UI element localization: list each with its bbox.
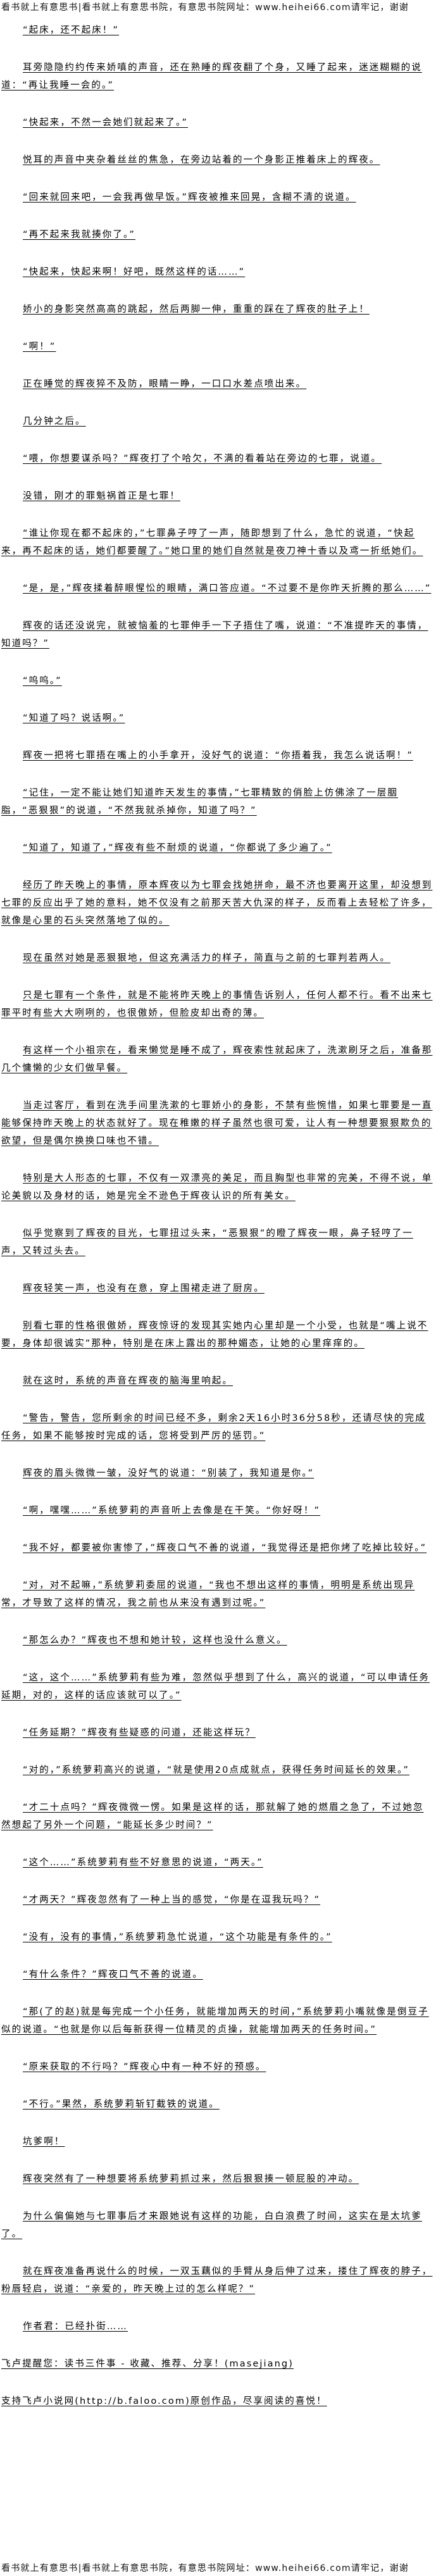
paragraph: “原来获取的不行吗？”辉夜心中有一种不好的预感。 bbox=[23, 2062, 266, 2072]
paragraph: “不行。”果然，系统萝莉斩钉截铁的说道。 bbox=[23, 2099, 220, 2110]
paragraph: “谁让你现在都不起床的，”七罪鼻子哼了一声，随即想到了什么，急忙的说道，“快起来… bbox=[1, 528, 423, 556]
paragraph: “才两天？”辉夜忽然有了一种上当的感觉，“你是在逗我玩吗？” bbox=[23, 1895, 321, 1905]
paragraph: “起床，还不起床！” bbox=[23, 25, 120, 35]
paragraph: “啊，嘿嘿……”系统萝莉的声音听上去像是在干笑。“你好呀！” bbox=[23, 1506, 321, 1516]
paragraph: 似乎觉察到了辉夜的目光，七罪扭过头来，“恶狠狠”的瞪了辉夜一眼，鼻子轻哼了一声，… bbox=[1, 1229, 413, 1256]
paragraph: “再不起来我就揍你了。” bbox=[23, 230, 135, 240]
paragraph: 就在辉夜准备再说什么的时候，一双玉藕似的手臂从身后伸了过来，搂住了辉夜的脖子，粉… bbox=[1, 2267, 433, 2294]
site-banner-bottom: 看书就上有意思书|看书就上有意思书院，有意思书院网址：www.heihei66.… bbox=[1, 2563, 409, 2573]
paragraph: 经历了昨天晚上的事情，原本辉夜以为七罪会找她拼命，最不济也要离开这里，却没想到七… bbox=[1, 880, 433, 926]
paragraph: “呜呜。” bbox=[23, 676, 62, 686]
paragraph: 正在睡觉的辉夜猝不及防，眼睛一睁，一口口水差点喷出来。 bbox=[23, 379, 307, 389]
paragraph: 娇小的身影突然高高的跳起，然后两脚一伸，重重的踩在了辉夜的肚子上！ bbox=[23, 304, 370, 315]
paragraph: “记住，一定不能让她们知道昨天发生的事情，”七罪精致的俏脸上仿佛涂了一层胭脂，“… bbox=[1, 788, 398, 816]
chapter-content: “起床，还不起床！” 耳旁隐隐约约传来娇嗔的声音，还在熟睡的辉夜翻了个身，又睡了… bbox=[0, 15, 443, 2410]
paragraph: 没错，刚才的罪魁祸首正是七罪！ bbox=[23, 491, 180, 501]
paragraph: “知道了吗？说话啊。” bbox=[23, 713, 125, 723]
paragraph: 辉夜轻笑一声，也没有在意，穿上围裙走进了厨房。 bbox=[23, 1284, 265, 1294]
paragraph: 悦耳的声音中夹杂着丝丝的焦急，在旁边站着的一个身影正推着床上的辉夜。 bbox=[23, 155, 380, 165]
support-site-notice: 支持飞卢小说网(http://b.faloo.com)原创作品，尽享阅读的喜悦！ bbox=[1, 2396, 327, 2406]
paragraph: 现在虽然对她是恶狠狠地，但这充满活力的样子，简直与之前的七罪判若两人。 bbox=[23, 953, 390, 963]
site-banner-top: 看书就上有意思书|看书就上有意思书院，有意思书院网址：www.heihei66.… bbox=[1, 3, 409, 13]
paragraph: “快起来，不然一会她们就起来了。” bbox=[23, 118, 188, 128]
paragraph: 就在这时，系统的声音在辉夜的脑海里响起。 bbox=[23, 1376, 233, 1386]
paragraph: “对，对不起嘛，”系统萝莉委屈的说道，“我也不想出这样的事情，明明是系统出现异常… bbox=[1, 1580, 415, 1608]
paragraph: 别看七罪的性格很傲娇，辉夜惊讶的发现其实她内心里却是一个小受，也就是“嘴上说不要… bbox=[1, 1321, 428, 1349]
paragraph: “这个……”系统萝莉有些不好意思的说道，“两天。” bbox=[23, 1858, 263, 1868]
paragraph: 几分钟之后。 bbox=[23, 416, 86, 427]
paragraph: “知道了，知道了，”辉夜有些不耐烦的说道，“你都说了多少遍了。” bbox=[23, 843, 332, 853]
paragraph: “回来就回来吧，一会我再做早饭。”辉夜被推来回晃，含糊不清的说道。 bbox=[23, 192, 356, 203]
reading-page: 看书就上有意思书|看书就上有意思书院，有意思书院网址：www.heihei66.… bbox=[0, 3, 443, 2573]
paragraph: 辉夜的眉头微微一皱，没好气的说道：“别装了，我知道是你。” bbox=[23, 1468, 315, 1479]
paragraph: 辉夜的话还没说完，就被恼羞的七罪伸手一下子捂住了嘴，说道：“不准提昨天的事情，知… bbox=[1, 621, 428, 649]
paragraph: “没有，没有的事情，”系统萝莉急忙说道，“这个功能是有条件的。” bbox=[23, 1932, 332, 1942]
paragraph: “才二十点吗？”辉夜微微一愣。如果是这样的话，那就解了她的燃眉之急了，不过她忽然… bbox=[1, 1803, 424, 1830]
paragraph: “啊！” bbox=[23, 342, 56, 352]
paragraph: “我不好，都要被你害惨了，”辉夜口气不善的说道，“我觉得还是把你烤了吃掉比较好。… bbox=[23, 1543, 427, 1553]
paragraph: “警告，警告，您所剩余的时间已经不多，剩余2天16小时36分58秒，还请尽快的完… bbox=[1, 1413, 426, 1441]
paragraph: 辉夜一把将七罪捂在嘴上的小手拿开，没好气的说道：“你捂着我，我怎么说话啊！” bbox=[23, 751, 413, 761]
paragraph: “对的，”系统萝莉高兴的说道，“就是使用20点成就点，获得任务时间延长的效果。” bbox=[23, 1765, 409, 1775]
paragraph: “喂，你想要谋杀吗？”辉夜打了个哈欠，不满的看着站在旁边的七罪，说道。 bbox=[23, 454, 382, 464]
paragraph: “那(了的赵)就是每完成一个小任务，就能增加两天的时间，”系统萝莉小嘴就像是倒豆… bbox=[1, 2007, 429, 2035]
paragraph: 当走过客厅，看到在洗手间里洗漱的七罪娇小的身影，不禁有些惋惜，如果七罪要是一直能… bbox=[1, 1101, 433, 1146]
paragraph: “那怎么办？”辉夜也不想和她计较，这样也没什么意义。 bbox=[23, 1635, 287, 1646]
paragraph: 有这样一个小祖宗在，看来懒觉是睡不成了，辉夜索性就起床了，洗漱刷牙之后，准备那几… bbox=[1, 1046, 433, 1073]
reading-reminder-notice: 飞卢提醒您：读书三件事 - 收藏、推荐、分享！(masejiang) bbox=[1, 2359, 294, 2369]
author-note: 作者君：已经扑街…… bbox=[23, 2322, 128, 2332]
paragraph: “有什么条件？”辉夜口气不善的说道。 bbox=[23, 1970, 203, 1980]
paragraph: “任务延期？”辉夜有些疑惑的问道，还能这样玩？ bbox=[23, 1728, 256, 1738]
paragraph: 坑爹啊！ bbox=[23, 2137, 65, 2147]
paragraph: 辉夜突然有了一种想要将系统萝莉抓过来，然后狠狠揍一顿屁股的冲动。 bbox=[23, 2174, 359, 2184]
paragraph: “是，是，”辉夜揉着醉眼惺忪的眼睛，满口答应道。“不过要不是你昨天折腾的那么……… bbox=[23, 584, 432, 594]
paragraph: 只是七罪有一个条件，就是不能将昨天晚上的事情告诉别人，任何人都不行。看不出来七罪… bbox=[1, 991, 433, 1018]
paragraph: “这，这个……”系统萝莉有些为难，忽然似乎想到了什么，高兴的说道，“可以申请任务… bbox=[1, 1673, 430, 1701]
paragraph: 耳旁隐隐约约传来娇嗔的声音，还在熟睡的辉夜翻了个身，又睡了起来，迷迷糊糊的说道：… bbox=[1, 63, 422, 91]
paragraph: 为什么偏偏她与七罪事后才来跟她说有这样的功能，白白浪费了时间，这实在是太坑爹了。 bbox=[1, 2211, 422, 2239]
paragraph: 特别是大人形态的七罪，不仅有一双漂亮的美足，而且胸型也非常的完美，不得不说，单论… bbox=[1, 1173, 433, 1201]
paragraph: “快起来，快起来啊！好吧，既然这样的话……” bbox=[23, 267, 246, 277]
